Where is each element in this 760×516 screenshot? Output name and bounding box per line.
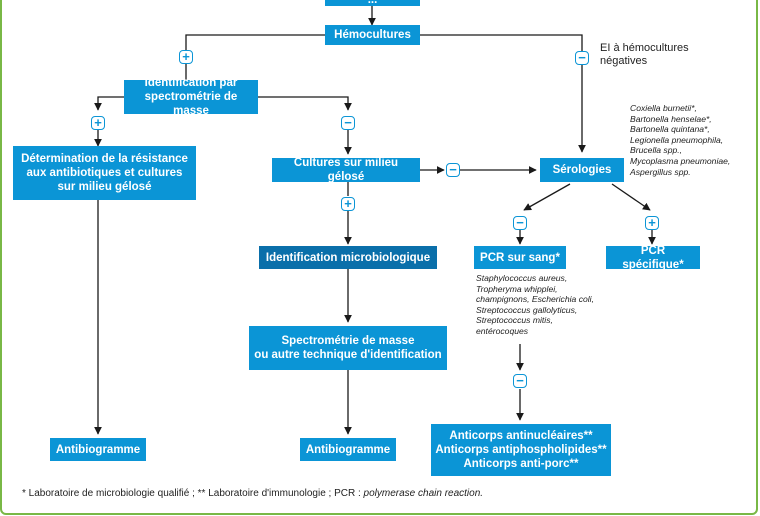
node-cultures-gelose: Cultures sur milieu gélosé	[272, 157, 420, 183]
node-identification-spectrometrie: Identification par spectrométrie de mass…	[124, 77, 258, 117]
node-determination-resistance: Détermination de la résistance aux antib…	[13, 146, 196, 200]
note-pathogens-pcr: Staphylococcus aureus, Tropheryma whippl…	[476, 273, 594, 336]
plus-sign-identification: +	[91, 116, 105, 130]
connector-serologies-right	[611, 183, 651, 211]
node-anticorps-line2: Anticorps antiphospholipides**	[435, 444, 607, 456]
node-identification-spectrometrie-line2: spectrométrie de masse	[144, 91, 238, 117]
node-determination-line1: Détermination de la résistance	[21, 153, 188, 165]
node-antibiogramme-mid: Antibiogramme	[300, 438, 396, 461]
node-pcr-sang: PCR sur sang*	[474, 246, 566, 269]
connector-hemocultures-left	[185, 34, 325, 80]
node-anticorps: Anticorps antinucléaires** Anticorps ant…	[431, 424, 611, 476]
plus-sign-cultures: +	[341, 197, 355, 211]
footnote: * Laboratoire de microbiologie qualifié …	[22, 488, 483, 499]
node-antibiogramme-mid-label: Antibiogramme	[305, 443, 391, 456]
minus-sign-cultures: −	[446, 163, 460, 177]
node-spectrometrie-autre: Spectrométrie de masse ou autre techniqu…	[249, 326, 447, 370]
node-antibiogramme-left: Antibiogramme	[50, 438, 146, 461]
node-hemocultures: Hémocultures	[325, 25, 420, 45]
minus-sign-hemocultures: −	[575, 51, 589, 65]
node-identification-micro-label: Identification microbiologique	[265, 251, 431, 264]
node-serologies-label: Sérologies	[552, 164, 612, 176]
plus-sign-hemocultures: +	[179, 50, 193, 64]
connector-hemocultures-right	[420, 34, 586, 153]
minus-sign-pcr: −	[513, 374, 527, 388]
node-serologies: Sérologies	[540, 158, 624, 182]
footnote-text: * Laboratoire de microbiologie qualifié …	[22, 488, 364, 499]
node-determination-line3: sur milieu gélosé	[57, 181, 152, 193]
node-identification-spectrometrie-line1: Identification par	[144, 77, 238, 89]
node-anticorps-line3: Anticorps anti-porc**	[463, 458, 579, 470]
connector-serologies-left	[523, 183, 571, 211]
node-cultures-gelose-label: Cultures sur milieu gélosé	[293, 157, 399, 183]
node-spectrometrie-autre-line2: ou autre technique d'identification	[254, 349, 442, 361]
minus-sign-serologies: −	[513, 216, 527, 230]
node-top-partial-label: ...	[367, 0, 378, 6]
node-top-partial: ...	[325, 0, 420, 6]
node-hemocultures-label: Hémocultures	[334, 29, 411, 41]
label-ei-negatives-line1: EI à hémocultures	[600, 42, 689, 54]
connector-identification-left	[94, 96, 124, 111]
minus-sign-identification: −	[341, 116, 355, 130]
node-pcr-specifique: PCR spécifique*	[606, 244, 700, 271]
label-ei-negatives-line2: négatives	[600, 55, 648, 67]
plus-sign-serologies: +	[645, 216, 659, 230]
node-determination-line2: aux antibiotiques et cultures	[26, 167, 183, 179]
node-antibiogramme-left-label: Antibiogramme	[55, 443, 141, 456]
node-pcr-sang-label: PCR sur sang*	[480, 251, 560, 264]
connector-identification-right	[248, 96, 352, 111]
footnote-italic: polymerase chain reaction.	[363, 488, 484, 499]
node-anticorps-line1: Anticorps antinucléaires**	[449, 430, 593, 442]
note-pathogens-serologies: Coxiella burnetii*, Bartonella henselae*…	[630, 103, 731, 177]
node-identification-micro: Identification microbiologique	[259, 246, 437, 269]
node-pcr-specifique-label: PCR spécifique*	[622, 244, 684, 271]
node-spectrometrie-autre-line1: Spectrométrie de masse	[281, 335, 415, 347]
label-ei-negatives: EI à hémocultures négatives	[600, 42, 689, 68]
